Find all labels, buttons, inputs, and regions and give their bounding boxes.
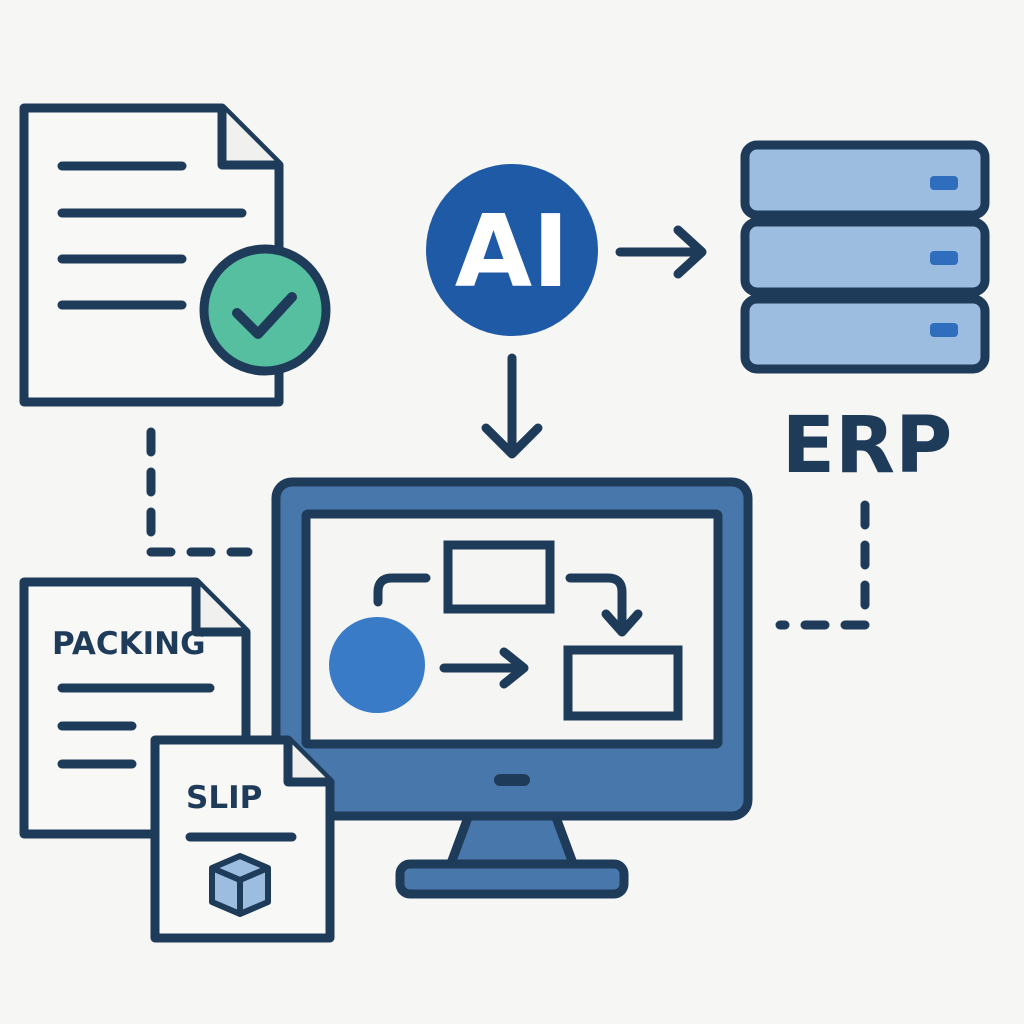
checkmark-icon	[232, 292, 297, 339]
server-unit-1	[740, 140, 990, 220]
ai-circle	[426, 164, 598, 336]
slip-label: SLIP	[186, 780, 262, 816]
server-led-2	[930, 251, 958, 265]
dashed-connector-erp	[775, 500, 870, 630]
dashed-connector-document	[146, 427, 253, 557]
arrow-right-icon	[615, 225, 707, 279]
server-unit-3	[740, 294, 990, 374]
process-start-circle	[329, 617, 425, 713]
process-step-top	[443, 540, 555, 614]
ai-label: AI	[455, 193, 570, 310]
flow-arrowhead-down	[601, 609, 643, 637]
slip-document-icon: SLIP	[150, 735, 335, 943]
packing-text-lines	[57, 683, 215, 769]
check-circle-icon	[199, 244, 331, 376]
ai-badge-icon: AI	[426, 164, 598, 336]
process-flow-icon	[329, 540, 683, 721]
server-stack-icon	[740, 140, 990, 374]
flow-connector-down	[565, 573, 627, 633]
document-text-lines	[57, 161, 247, 310]
verified-document-icon	[19, 103, 331, 407]
monitor-power-indicator	[494, 774, 530, 786]
process-step-bottom	[563, 645, 683, 721]
monitor-stand-base	[395, 859, 629, 899]
monitor-icon	[271, 477, 753, 899]
flow-arrowhead-right	[499, 647, 529, 689]
server-unit-2	[740, 217, 990, 297]
document-fold	[217, 108, 279, 170]
packing-fold	[191, 582, 246, 637]
slip-fold	[283, 740, 330, 787]
erp-label: ERP	[782, 401, 953, 491]
server-led-3	[930, 323, 958, 337]
server-led-1	[930, 176, 958, 190]
flow-connector-start	[373, 573, 431, 607]
arrow-down-icon	[481, 353, 543, 459]
packing-label: PACKING	[52, 626, 206, 662]
package-box-icon	[209, 853, 271, 917]
